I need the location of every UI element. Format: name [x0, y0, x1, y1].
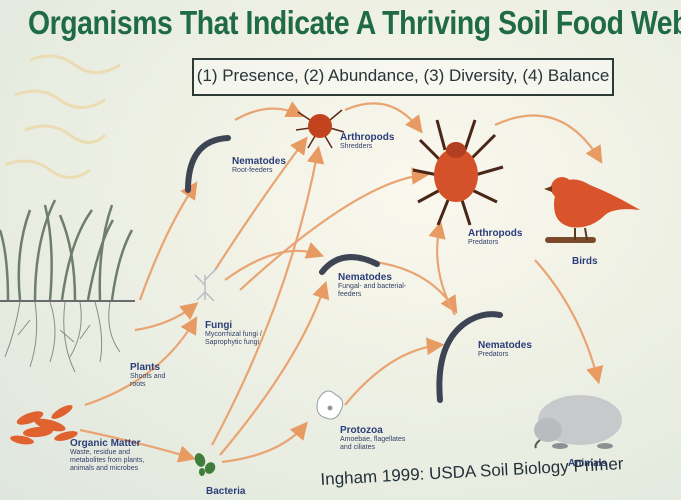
bird-illustration — [544, 177, 640, 243]
label-bacteria: Bacteria — [206, 486, 245, 497]
arrow-fungi-to-fungal-nematodes — [224, 242, 325, 281]
label-root-nematodes-sub: Root-feeders — [232, 167, 273, 174]
label-predator-nematodes-title: Nematodes — [478, 340, 532, 351]
arrow-bacteria-to-protozoa — [221, 421, 308, 464]
arrow-protozoa-to-predator-nematodes — [344, 337, 445, 406]
plants-illustration — [0, 199, 135, 373]
label-predator-arthropods: Arthropods Predators — [468, 228, 528, 247]
label-birds: Birds — [572, 256, 598, 267]
fungal-feeder-nematode-illustration — [319, 254, 380, 275]
label-shredder-arthropods-sub: Shredders — [340, 143, 373, 150]
arrow-organic-to-fungi — [84, 316, 198, 407]
label-root-nematodes-title: Nematodes — [232, 156, 286, 167]
label-birds-title: Birds — [572, 256, 598, 267]
label-organic-matter: Organic Matter Waste, residue and metabo… — [70, 438, 150, 473]
label-predator-nematodes-sub: Predators — [478, 351, 509, 358]
diagram-subtitle: (1) Presence, (2) Abundance, (3) Diversi… — [196, 66, 610, 85]
label-fungal-nematodes-sub: Fungal- and bacterial-feeders — [338, 283, 407, 298]
label-fungal-nematodes-title: Nematodes — [338, 272, 392, 283]
arrow-organic-to-bacteria — [79, 428, 197, 463]
label-organic-matter-title: Organic Matter — [70, 438, 141, 449]
label-fungal-nematodes: Nematodes Fungal- and bacterial-feeders — [338, 272, 410, 299]
animal-illustration — [534, 395, 622, 449]
arrow-root-nematodes-to-shredders — [234, 101, 304, 121]
sunlight-rays — [4, 54, 121, 179]
arrow-arthropods-to-birds — [494, 114, 603, 164]
label-protozoa-sub: Amoebae, flagellates and ciliates — [340, 436, 406, 451]
label-protozoa: Protozoa Amoebae, flagellates and ciliat… — [340, 425, 410, 452]
arrow-bacteria-to-fungal-nematodes — [219, 280, 330, 456]
label-shredder-arthropods: Arthropods Shredders — [340, 132, 400, 151]
label-plants: Plants Shoots and roots — [130, 362, 166, 389]
label-predator-arthropods-title: Arthropods — [468, 228, 523, 239]
fungi-illustration — [194, 267, 218, 302]
predator-nematode-illustration — [436, 311, 503, 403]
arrow-plants-to-root-nematodes — [138, 181, 198, 301]
label-shredder-arthropods-title: Arthropods — [340, 132, 395, 143]
label-fungi: Fungi Mycorrhizal fungi / Saprophytic fu… — [205, 320, 277, 347]
label-root-nematodes: Nematodes Root-feeders — [232, 156, 294, 175]
arrow-bacteria-to-shredders — [211, 145, 325, 446]
label-fungi-title: Fungi — [205, 320, 233, 331]
arrow-predator-nematodes-to-arthropods — [428, 220, 456, 316]
arrow-fungi-to-shredders — [214, 136, 308, 271]
label-plants-sub: Shoots and roots — [130, 373, 166, 388]
arrow-shredders-to-predator-arthropods — [344, 102, 423, 134]
predator-arthropod-illustration — [412, 119, 504, 226]
root-feeder-nematode-illustration — [185, 135, 231, 193]
diagram-title: Organisms That Indicate A Thriving Soil … — [28, 4, 681, 41]
label-predator-arthropods-sub: Predators — [468, 239, 499, 246]
label-plants-title: Plants — [130, 362, 161, 373]
arrow-arthropods-to-animals — [534, 259, 604, 385]
label-fungi-sub: Mycorrhizal fungi / Saprophytic fungi — [205, 331, 262, 346]
label-animals: Animals — [568, 458, 607, 469]
subtitle-box: (1) Presence, (2) Abundance, (3) Diversi… — [192, 58, 614, 96]
protozoa-illustration — [316, 390, 344, 420]
shredder-arthropod-illustration — [295, 109, 345, 149]
food-web-arrows — [79, 101, 604, 464]
label-animals-title: Animals — [568, 458, 607, 469]
organic-matter-illustration — [10, 405, 78, 445]
label-organic-matter-sub: Waste, residue and metabolites from plan… — [70, 449, 145, 472]
label-bacteria-title: Bacteria — [206, 486, 246, 497]
label-predator-nematodes: Nematodes Predators — [478, 340, 538, 359]
label-protozoa-title: Protozoa — [340, 425, 383, 436]
bacteria-illustration — [194, 453, 216, 476]
arrow-plants-to-fungi — [134, 302, 199, 332]
arrow-fungi-to-arthropods — [239, 167, 430, 291]
